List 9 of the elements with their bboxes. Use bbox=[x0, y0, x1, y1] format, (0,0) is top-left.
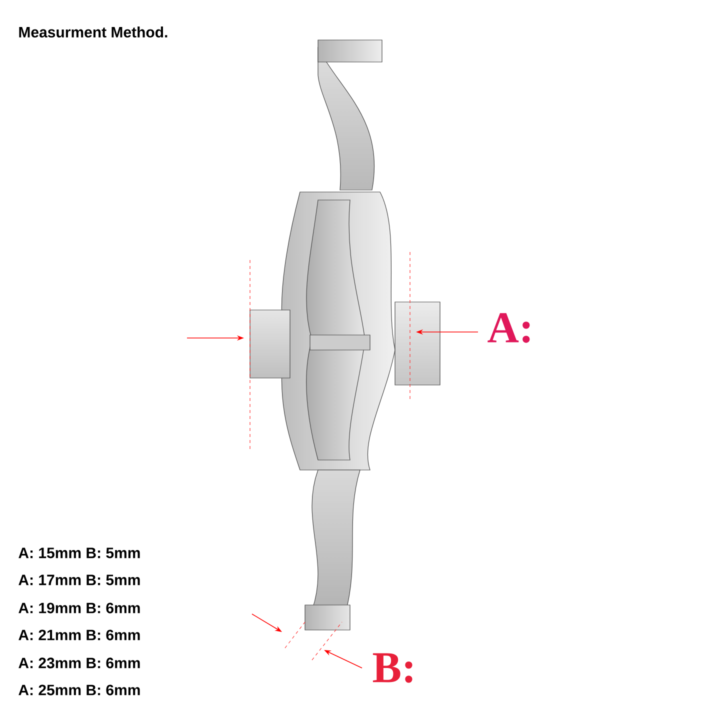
size-row: A: 25mm B: 6mm bbox=[18, 684, 140, 696]
size-row: A: 23mm B: 6mm bbox=[18, 658, 140, 668]
dimension-label: A: bbox=[488, 313, 530, 343]
size-row: A: 15mm B: 5mm bbox=[18, 548, 140, 558]
size-row: A: 19mm B: 6mm bbox=[18, 602, 140, 614]
title: Measurment Method. bbox=[19, 26, 168, 38]
size-row: A: 21mm B: 6mm bbox=[18, 630, 140, 640]
dimension-label: B: bbox=[372, 653, 412, 683]
size-row: A: 17mm B: 5mm bbox=[18, 574, 140, 586]
